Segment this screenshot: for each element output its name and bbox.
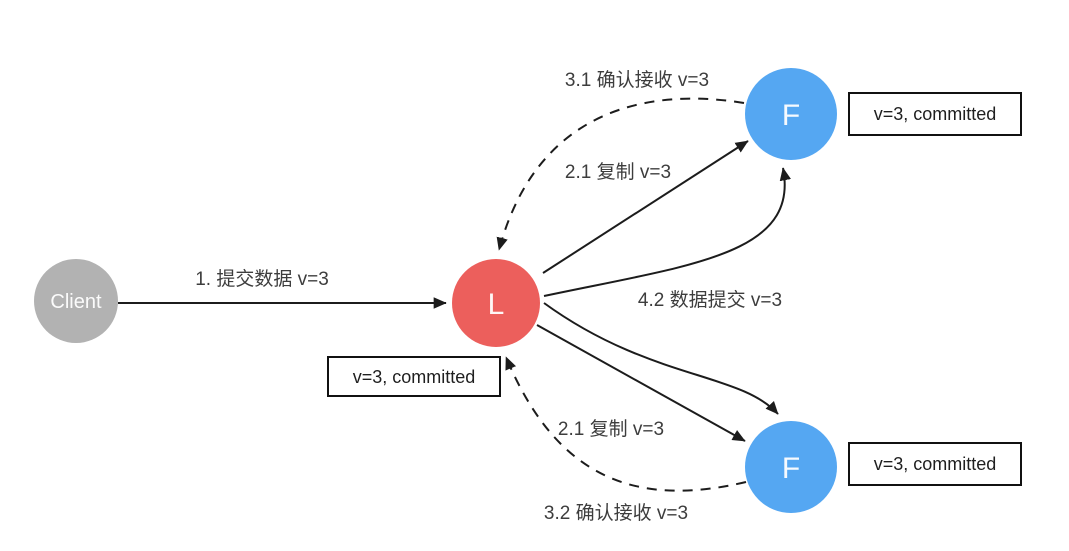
edge-ack-bottom-dashed-arrow: [505, 356, 747, 492]
node-follower-bottom: [745, 421, 837, 513]
status-box-follower-bottom-text: v=3, committed: [874, 454, 997, 474]
status-box-follower-bottom: [848, 442, 1022, 486]
edge-ack-top-label: 3.1 确认接收 v=3: [565, 69, 709, 91]
edge-replicate-bottom-arrow: [536, 324, 746, 442]
node-leader-label: L: [488, 288, 505, 321]
edge-commit-bottom-curve-arrow: [543, 302, 779, 415]
node-client-label: Client: [50, 291, 102, 313]
edge-layer: [118, 97, 791, 492]
status-box-layer: v=3, committed v=3, committed v=3, commi…: [327, 92, 1022, 486]
edge-submit-label: 1. 提交数据 v=3: [195, 268, 329, 290]
node-follower-top: [745, 68, 837, 160]
node-follower-bottom-label: F: [782, 452, 800, 485]
edge-replicate-bottom-label: 2.1 复制 v=3: [558, 418, 664, 440]
edge-ack-bottom-label: 3.2 确认接收 v=3: [544, 502, 688, 524]
edge-commit-top-curve-arrow: [543, 167, 791, 297]
node-follower-top-label: F: [782, 99, 800, 132]
status-box-follower-top-text: v=3, committed: [874, 104, 997, 124]
edge-replicate-top-label: 2.1 复制 v=3: [565, 161, 671, 183]
status-box-follower-top: [848, 92, 1022, 136]
node-layer: Client L F F: [34, 68, 837, 513]
edge-ack-top-dashed-arrow: [496, 97, 745, 251]
edge-replicate-top-arrow: [542, 140, 749, 274]
node-client: [34, 259, 118, 343]
status-box-leader-text: v=3, committed: [353, 367, 476, 387]
edge-commit-label: 4.2 数据提交 v=3: [638, 289, 782, 311]
status-box-leader: [327, 356, 501, 397]
node-leader: [452, 259, 540, 347]
edge-label-layer: 1. 提交数据 v=3 3.1 确认接收 v=3 2.1 复制 v=3 4.2 …: [195, 69, 782, 524]
